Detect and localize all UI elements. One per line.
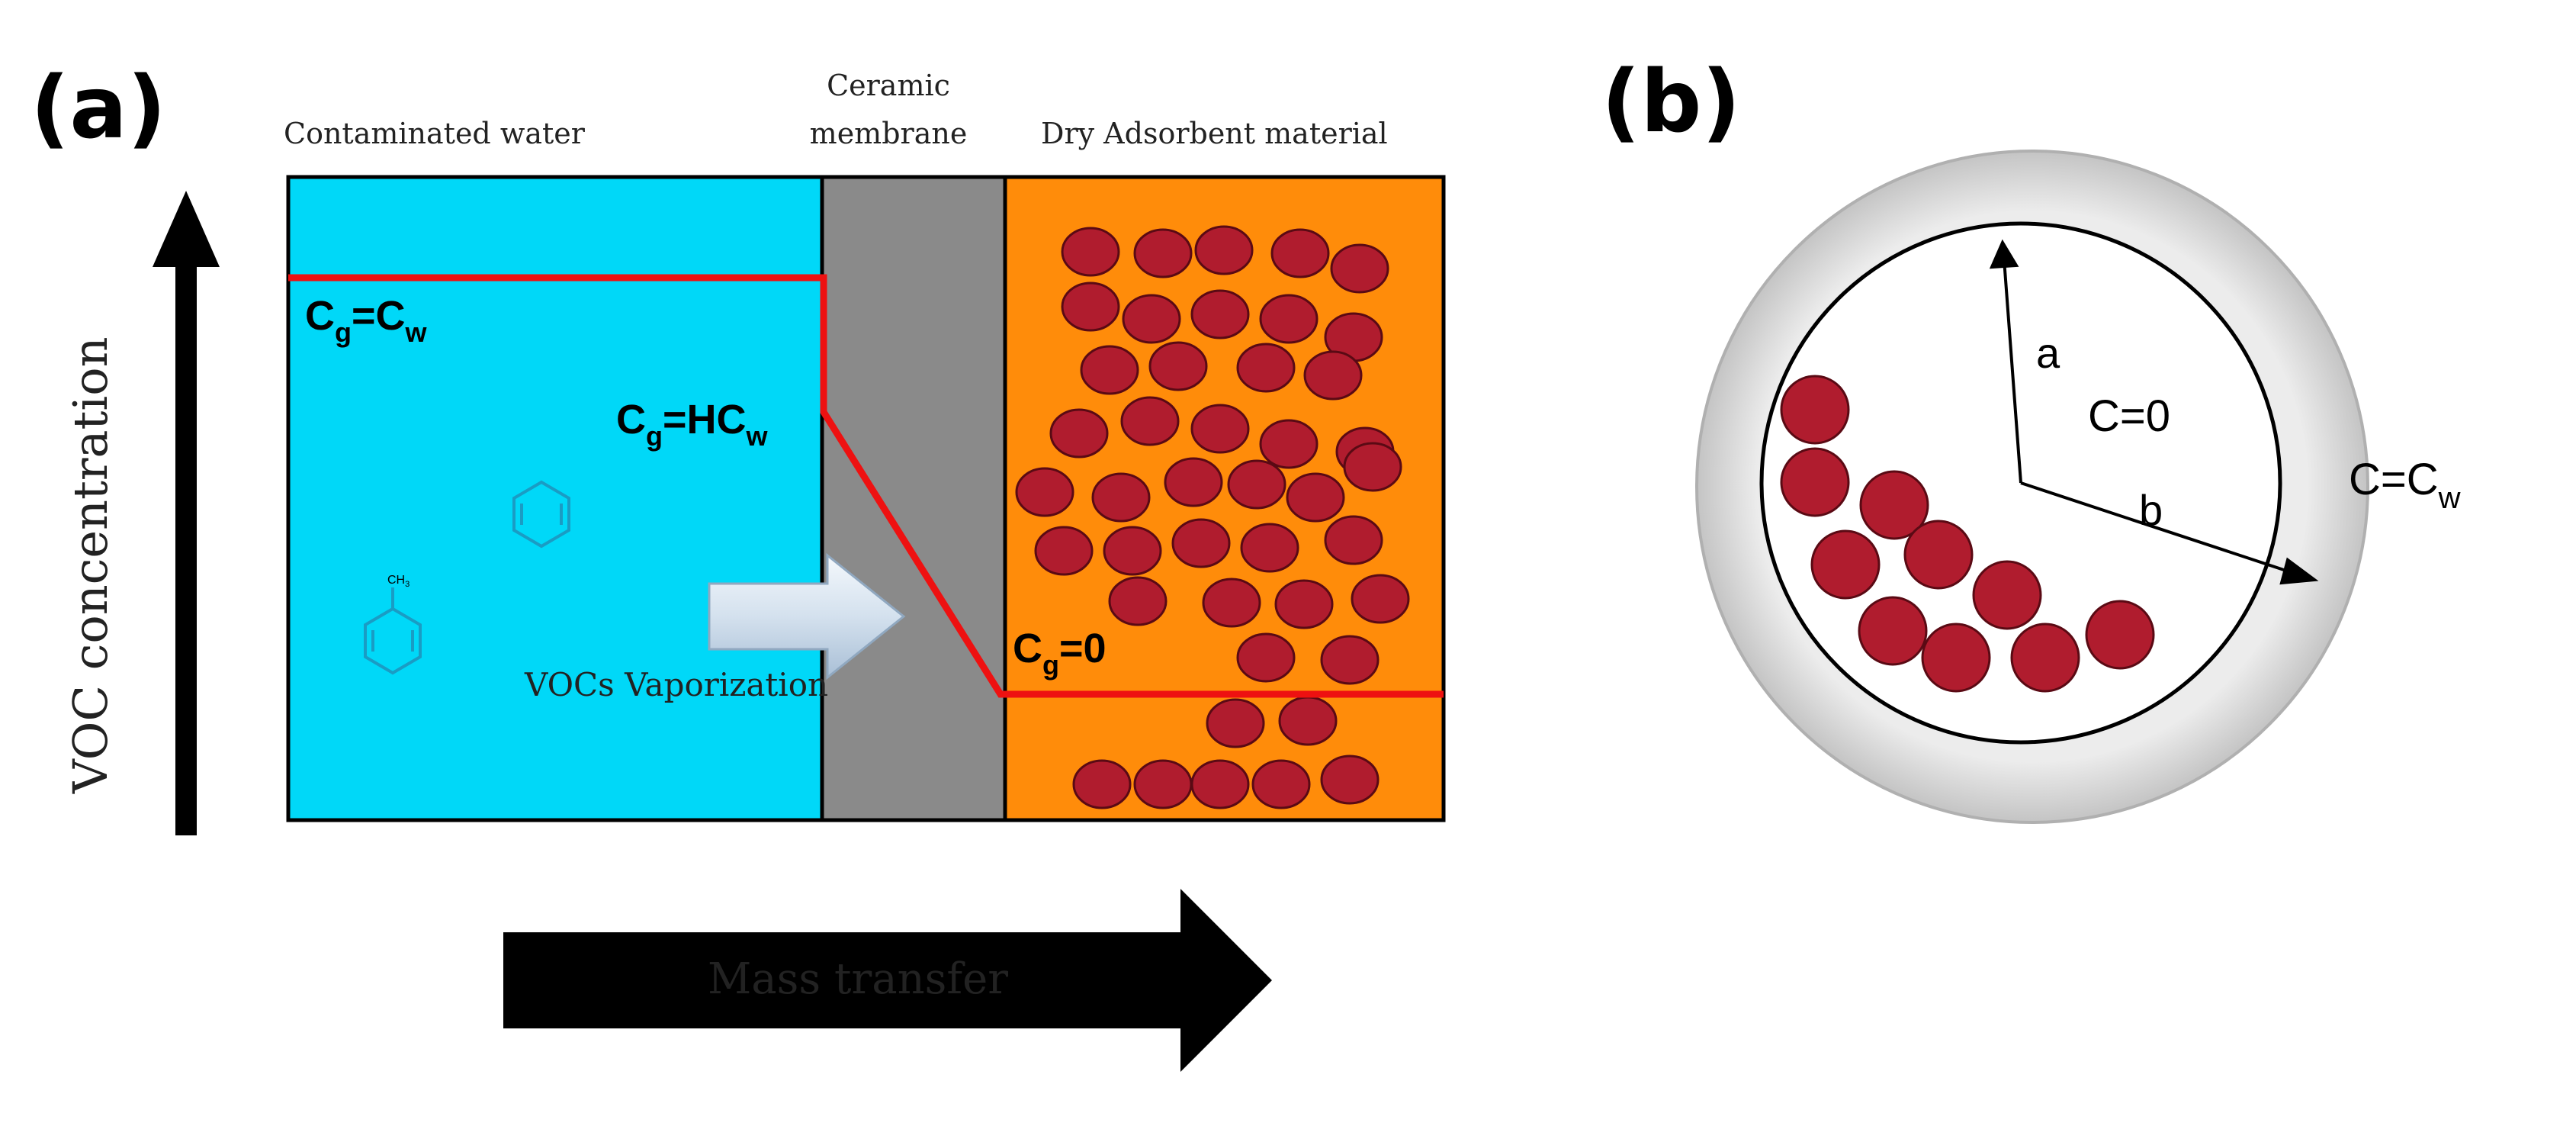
radius-a-label: a [2036, 329, 2060, 377]
pellet-particles [1780, 375, 2155, 693]
mass-transfer-arrow [503, 889, 1272, 1072]
adsorbent-particle [1122, 294, 1181, 344]
adsorbent-particle [1190, 759, 1250, 809]
adsorbent-particle [1190, 289, 1250, 339]
adsorbent-particle [1343, 442, 1402, 492]
adsorbent-particle [1324, 515, 1383, 565]
y-axis-label: VOC concentration [63, 336, 118, 794]
pellet-particle [2010, 623, 2080, 693]
eq-cg-equals-hcw: Cg=HCw [616, 397, 769, 452]
pellet-particle [1972, 560, 2042, 630]
adsorbent-particle [1120, 396, 1180, 446]
adsorbent-particle [1320, 635, 1380, 685]
dry-adsorbent-label: Dry Adsorbent material [1041, 117, 1388, 150]
adsorbent-particle [1091, 472, 1151, 523]
adsorbent-particle [1080, 345, 1139, 395]
vaporization-arrow [708, 552, 906, 681]
adsorbent-particle [1049, 408, 1109, 459]
adsorbent-particle [1286, 472, 1345, 523]
contaminated-water-label: Contaminated water [284, 117, 586, 150]
toluene-molecule-icon [364, 587, 422, 675]
vaporization-label: VOCs Vaporization [524, 666, 828, 703]
adsorbent-particle [1330, 243, 1389, 294]
mass-transfer-label: Mass transfer [708, 954, 1008, 1004]
panel-a-label: (a) [31, 59, 166, 158]
pellet-particle [1810, 529, 1881, 600]
adsorbent-particle [1278, 696, 1338, 746]
adsorbent-particle [1206, 698, 1265, 748]
adsorbent-particle [1227, 459, 1286, 510]
adsorbent-particle [1148, 341, 1208, 391]
adsorbent-particle [1190, 404, 1250, 454]
adsorbent-particle [1259, 419, 1319, 469]
adsorbent-particle [1202, 578, 1261, 628]
adsorbent-particle [1251, 759, 1311, 809]
radius-arrows [1989, 239, 2319, 585]
adsorbent-particle [1072, 759, 1132, 809]
eq-cg-equals-cw: Cg=Cw [305, 293, 428, 348]
ceramic-membrane-region [822, 177, 1005, 820]
outer-condition-label: C=Cw [2349, 455, 2461, 515]
eq-cg-equals-zero: Cg=0 [1013, 626, 1107, 681]
contaminated-water-region [288, 177, 822, 820]
adsorbent-particle [1103, 526, 1162, 576]
adsorbent-particle [1133, 759, 1193, 809]
adsorbent-particle [1274, 579, 1334, 629]
y-axis-arrow [153, 191, 220, 835]
adsorbent-particle [1133, 228, 1193, 278]
ceramic-membrane-label-line2: membrane [810, 117, 968, 150]
adsorbent-particle [1108, 576, 1168, 626]
toluene-methyl-label: CH3 [387, 574, 410, 589]
adsorbent-particle [1351, 574, 1410, 624]
pellet-particle [1921, 623, 1991, 693]
pellet-particle [1780, 447, 1850, 517]
adsorbent-particles [1015, 225, 1410, 809]
radius-b-label: b [2139, 486, 2163, 534]
adsorbent-particle [1171, 518, 1231, 568]
adsorbent-particle [1034, 526, 1094, 576]
ceramic-membrane-label-line1: Ceramic [827, 69, 950, 102]
adsorbent-particle [1259, 294, 1319, 344]
pellet-particle [1903, 520, 1974, 590]
adsorbent-particle [1303, 350, 1363, 401]
adsorbent-particle [1164, 457, 1223, 507]
adsorbent-particle [1270, 228, 1330, 278]
panel-b-label: (b) [1601, 53, 1741, 152]
pellet-particle [2085, 600, 2155, 670]
pellet-particle [1858, 596, 1928, 666]
pellet-particle [1780, 375, 1850, 445]
concentration-profile-line [288, 274, 1444, 698]
adsorbent-particle [1236, 632, 1296, 683]
benzene-molecule-icon [512, 480, 570, 549]
adsorbent-particle [1320, 755, 1380, 805]
adsorbent-particle [1240, 523, 1299, 573]
adsorbent-particle [1015, 467, 1074, 517]
inner-condition-label: C=0 [2088, 391, 2170, 441]
pellet-particle [1859, 470, 1929, 540]
adsorbent-particle [1194, 225, 1254, 275]
adsorbent-particle [1061, 282, 1120, 332]
adsorbent-particle [1236, 343, 1296, 393]
adsorbent-particle [1061, 227, 1120, 277]
